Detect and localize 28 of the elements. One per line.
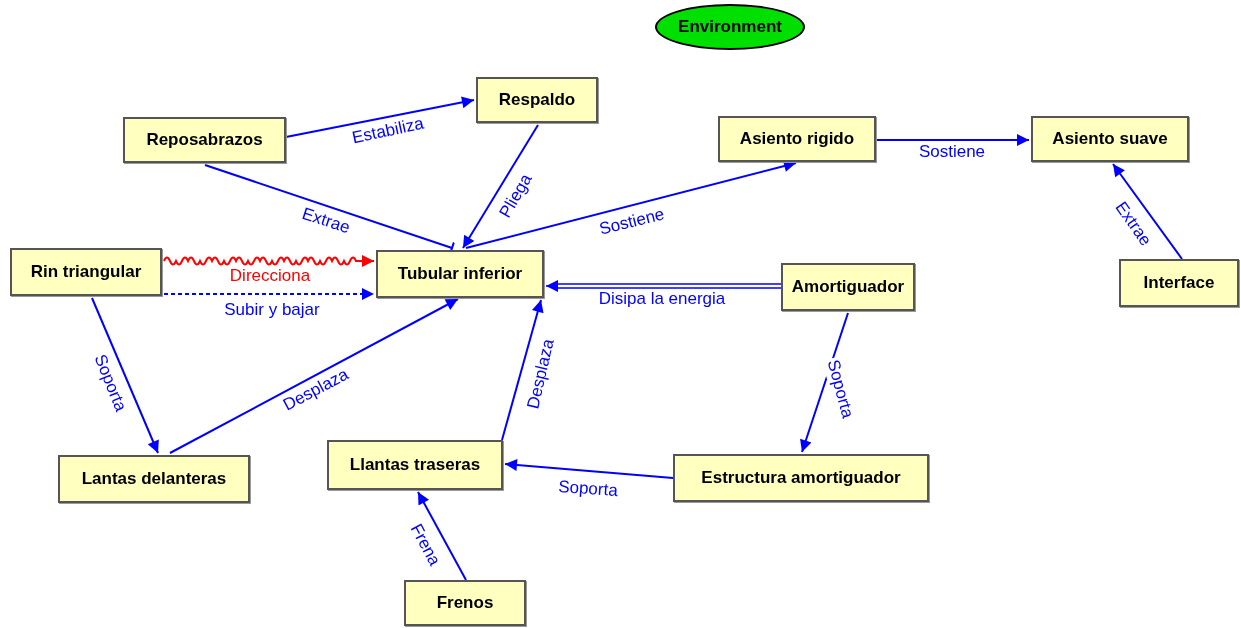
arrow [285, 96, 475, 138]
arrow [169, 298, 459, 454]
component-box: Interface [1119, 259, 1239, 307]
arrow [417, 491, 467, 581]
arrow [501, 299, 544, 441]
component-box: Asiento suave [1031, 116, 1189, 162]
component-box: Asiento rigido [718, 116, 876, 162]
component-box: Amortiguador [781, 263, 915, 311]
arrow [800, 312, 849, 453]
double-line-arrow [545, 280, 782, 292]
arrow [875, 134, 1030, 146]
arrow [504, 459, 674, 479]
component-box: Lantas delanteras [58, 455, 250, 503]
wavy-arrow [163, 255, 375, 267]
component-box: Respaldo [476, 77, 598, 123]
edge-label: Subir y bajar [222, 300, 322, 320]
environment-ellipse: Environment [655, 4, 805, 50]
arrow [1112, 163, 1183, 260]
component-box: Frenos [404, 580, 526, 626]
dashed-arrow [163, 288, 375, 300]
arrow [462, 124, 539, 249]
component-box: Llantas traseras [327, 440, 503, 490]
arrow [91, 297, 159, 454]
component-box: Rin triangular [10, 248, 162, 296]
component-box: Tubular inferior [376, 250, 544, 298]
component-box: Reposabrazos [123, 117, 286, 163]
component-box: Estructura amortiguador [673, 454, 929, 502]
arrow [465, 160, 797, 249]
